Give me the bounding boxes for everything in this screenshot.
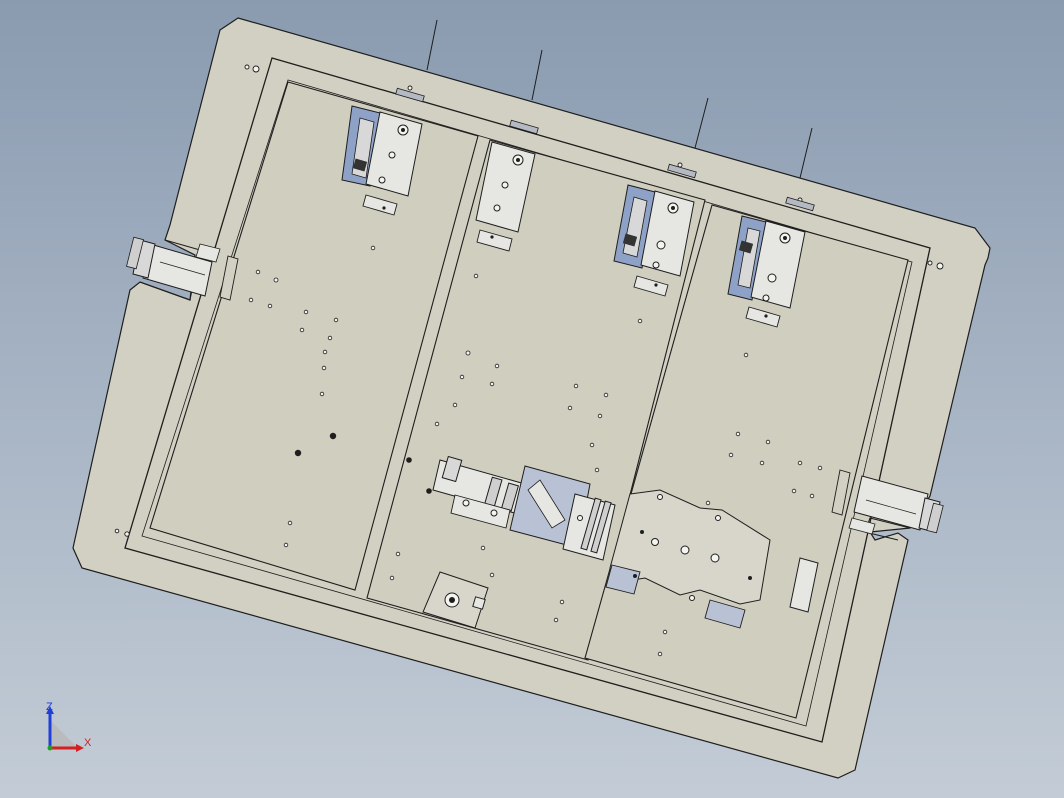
clamp-block-1[interactable] — [341, 105, 423, 216]
clamp-block-3[interactable] — [613, 184, 695, 297]
clamp-block-2[interactable] — [475, 141, 536, 252]
right-side-slot — [831, 469, 851, 516]
left-cylinder[interactable] — [126, 236, 221, 297]
right-clamp-pad[interactable] — [789, 557, 819, 613]
locating-plate[interactable] — [605, 489, 771, 629]
pocket-holes — [248, 245, 823, 657]
x-axis-label: X — [84, 737, 92, 749]
z-axis-label: Z — [46, 701, 53, 713]
dowel-pins — [294, 432, 432, 494]
outer-frame — [124, 57, 931, 743]
right-cylinder[interactable] — [848, 475, 944, 535]
frame-locating-pads — [395, 87, 815, 212]
left-side-slot — [219, 255, 239, 301]
slider-guide[interactable] — [562, 493, 616, 561]
lower-pusher-block[interactable] — [422, 571, 489, 629]
pneumatic-actuator[interactable] — [432, 455, 526, 529]
axis-triad: Z X — [46, 701, 92, 752]
annotation-leaders — [426, 19, 813, 179]
base-plate-holes — [114, 64, 944, 537]
clamp-block-4[interactable] — [727, 215, 806, 328]
